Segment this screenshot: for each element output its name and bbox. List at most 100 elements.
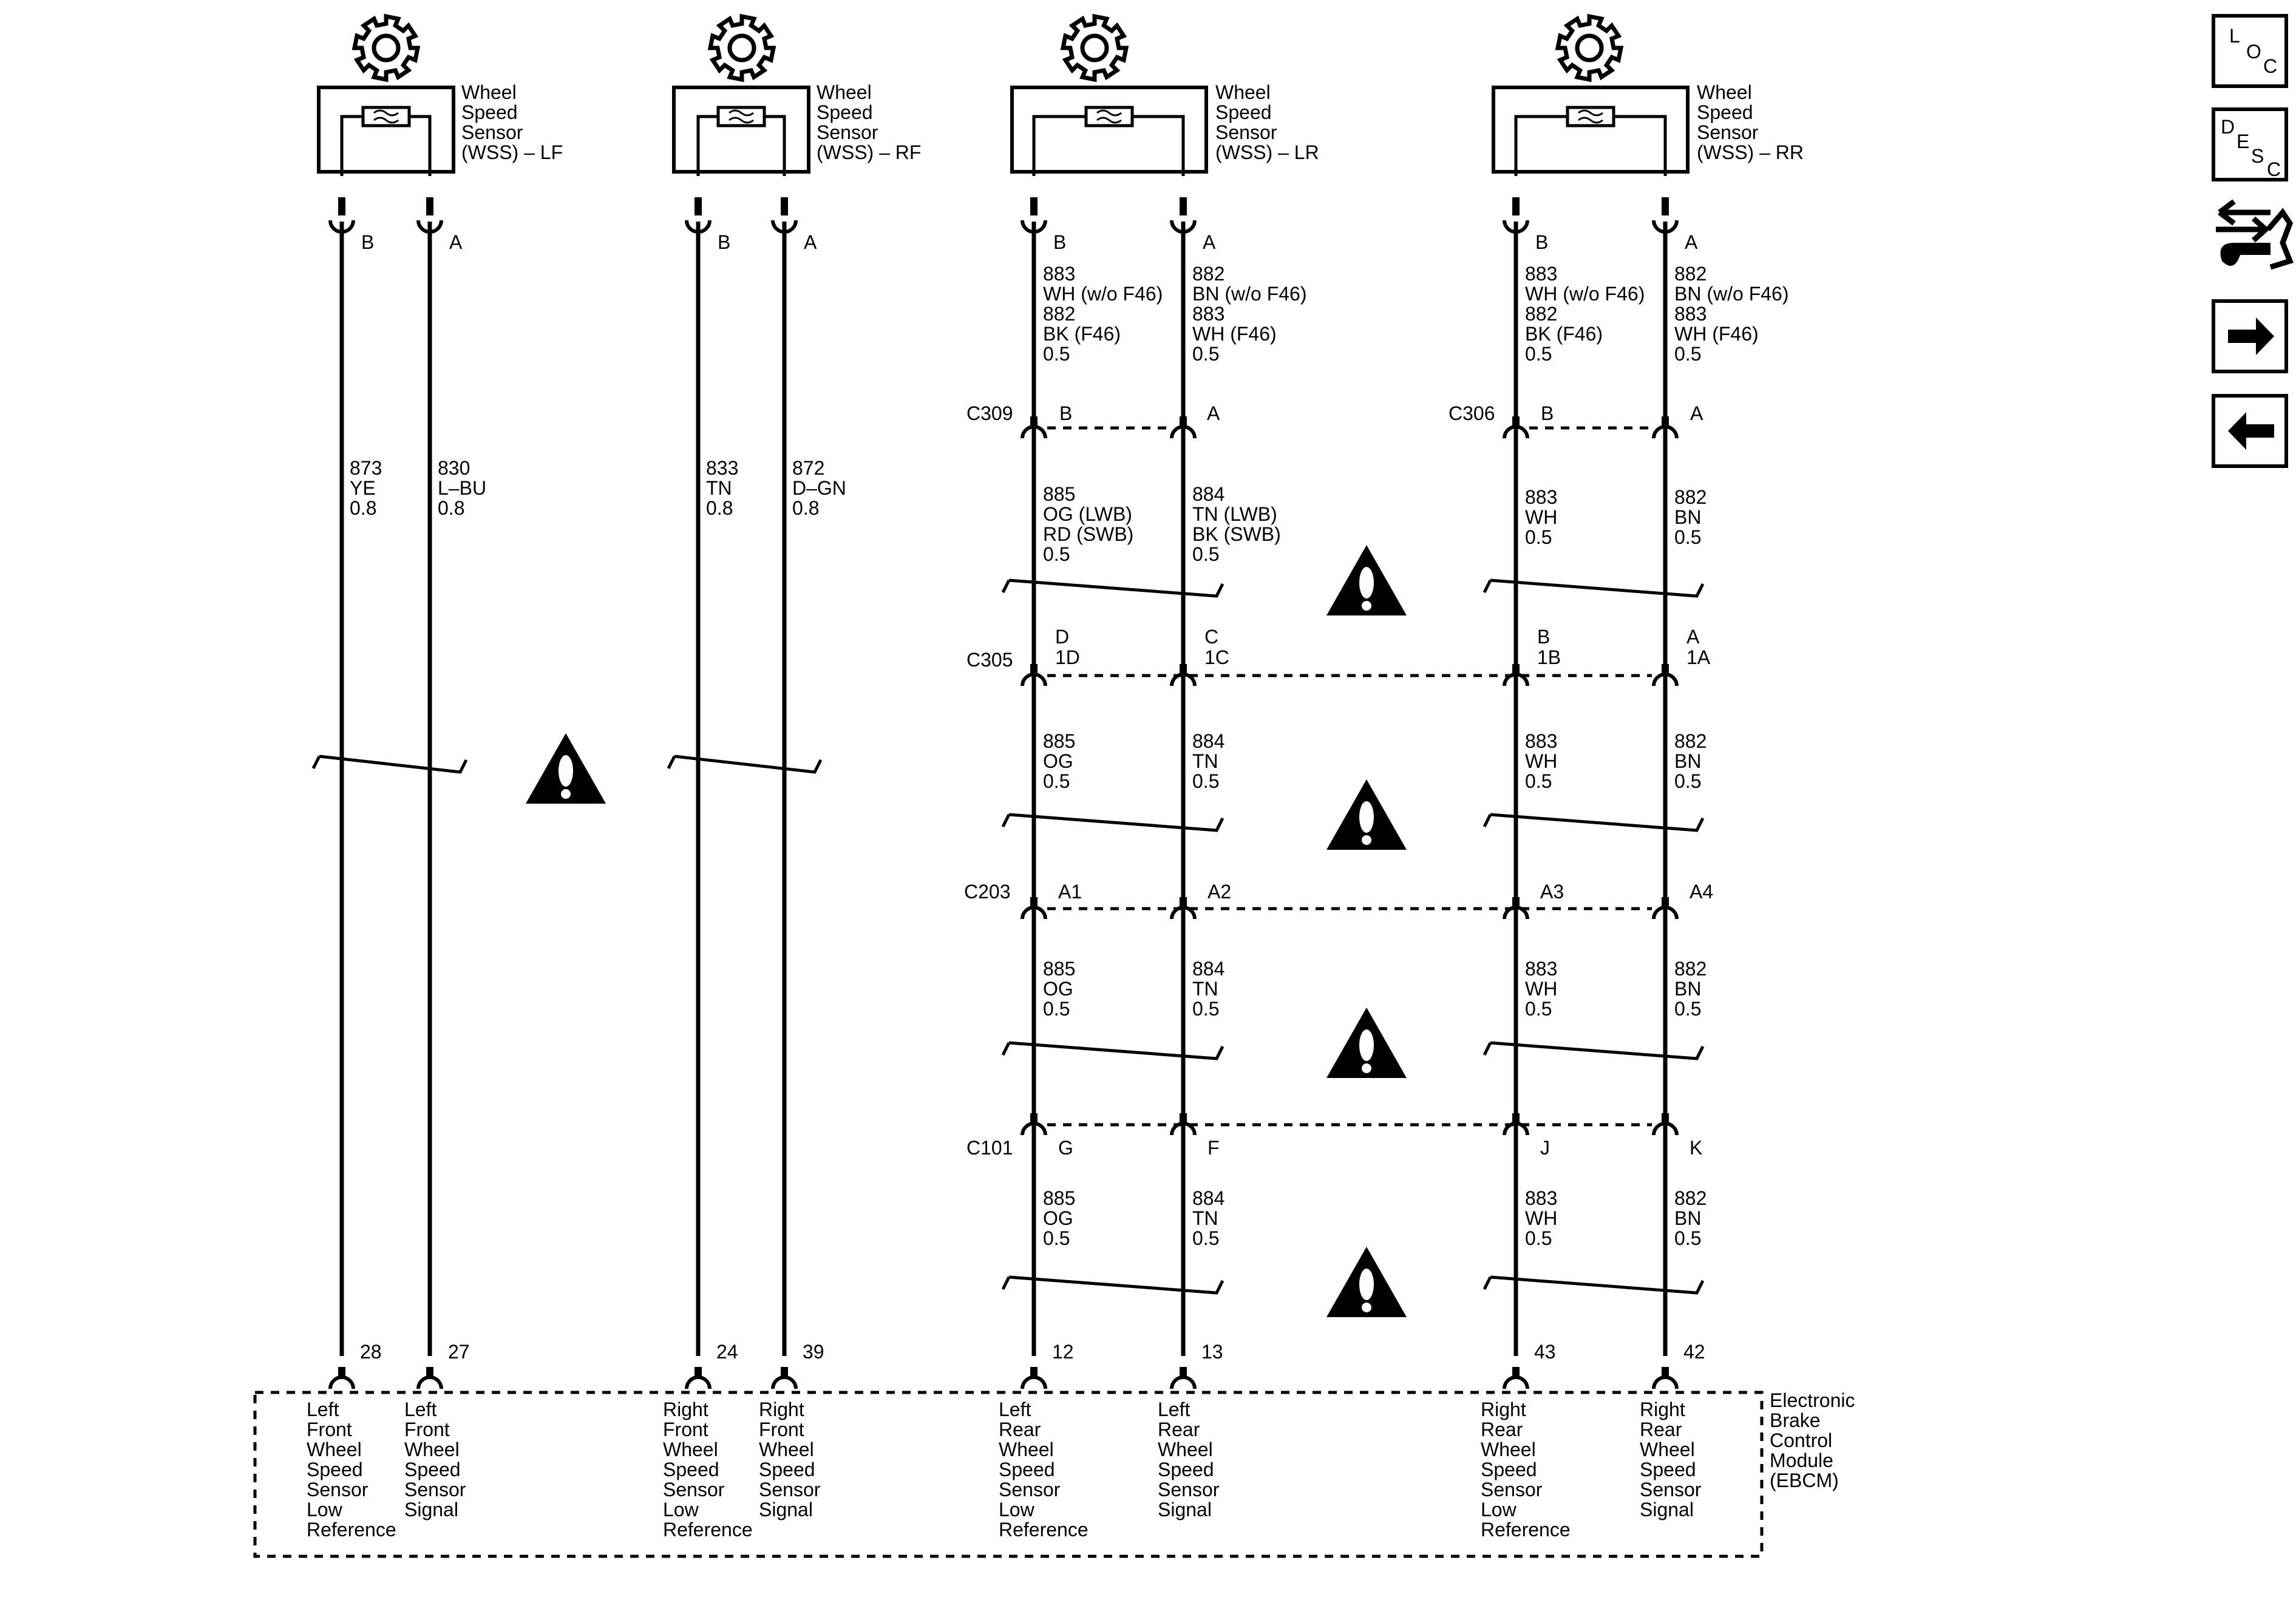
ebcm-pin-description-line: Wheel (1481, 1439, 1536, 1460)
connector-pin-label: A (1686, 626, 1700, 648)
connector-terminal (1503, 197, 1529, 234)
connector-end-view-icon[interactable] (2216, 199, 2294, 270)
wire-break-mark (1001, 1275, 1224, 1295)
wire-label-line: 885 (1043, 1187, 1075, 1209)
wire-label-line: WH (w/o F46) (1043, 283, 1163, 305)
ebcm-pin-description-line: Low (1481, 1499, 1517, 1520)
ebcm-pin-description-line: Reference (999, 1519, 1089, 1541)
wire-label-line: OG (1043, 750, 1073, 772)
ebcm-pin-description-line: Sensor (307, 1479, 369, 1500)
ebcm-module-box (253, 1391, 1764, 1558)
wire-label-line: BK (SWB) (1192, 523, 1281, 545)
connector-terminal (1170, 1113, 1197, 1136)
sensor-name-line: Sensor (461, 121, 523, 143)
sensor-pin-label: B (718, 231, 730, 253)
ebcm-pin-description-line: Sensor (404, 1479, 466, 1500)
sensor-name-line: Speed (461, 101, 518, 123)
connector-terminal (1170, 897, 1197, 920)
connector-terminal (1170, 197, 1197, 234)
ebcm-pin-description-line: Reference (663, 1519, 753, 1541)
sensor-pin-label: A (449, 231, 463, 253)
wire-label-line: TN (LWB) (1192, 503, 1277, 525)
wire-label-line: 883 (1043, 263, 1075, 285)
sensor-name-line: Speed (1697, 101, 1753, 123)
desc-letter: D (2221, 116, 2235, 138)
ebcm-pin-description-line: Sensor (999, 1479, 1061, 1500)
sensor-pin-label: B (1535, 231, 1548, 253)
ebcm-pin-description-line: Wheel (663, 1439, 718, 1460)
ebcm-pin-description-line: Speed (999, 1459, 1055, 1480)
wire-label-line: 882 (1192, 263, 1224, 285)
connector-pin-label: B (1059, 402, 1072, 424)
ebcm-pin-description-line: Sensor (759, 1479, 821, 1500)
ebcm-name-line: Electronic (1770, 1389, 1855, 1411)
loc-letter: L (2229, 25, 2240, 47)
wheel-speed-sensor (672, 86, 810, 176)
ebcm-pin-description-line: Speed (663, 1459, 719, 1480)
sensor-name-line: (WSS) – LF (461, 141, 563, 163)
wire-label-line: WH (1525, 506, 1557, 528)
next-page-button[interactable] (2212, 299, 2288, 373)
connector-terminal (1021, 416, 1047, 439)
gear-icon (1060, 13, 1129, 83)
wire-label-line: BK (F46) (1525, 323, 1603, 345)
connector-terminal (1021, 897, 1047, 920)
ebcm-pin-description-line: Front (404, 1419, 450, 1440)
ebcm-pin-description-line: Wheel (307, 1439, 362, 1460)
ebcm-name-line: Brake (1770, 1409, 1821, 1431)
ebcm-pin-description-line: Left (1158, 1398, 1190, 1420)
ebcm-pin-description-line: Signal (759, 1499, 813, 1520)
ebcm-pin-number: 12 (1052, 1341, 1074, 1363)
wire-label-line: BK (F46) (1043, 323, 1121, 345)
ebcm-pin-description-line: Wheel (1158, 1439, 1213, 1460)
wire-label-line: 884 (1192, 730, 1224, 752)
ebcm-pin-description-line: Right (1640, 1398, 1685, 1420)
loc-letter: O (2246, 41, 2261, 63)
connector-pin-label: A3 (1540, 881, 1564, 903)
wire-label-line: BN (w/o F46) (1192, 283, 1306, 305)
loc-button[interactable]: LOC (2212, 14, 2288, 88)
warning-triangle-icon (1326, 545, 1407, 615)
ebcm-pin-description-line: Front (759, 1419, 804, 1440)
ebcm-pin-number: 42 (1683, 1341, 1705, 1363)
sensor-name-line: (WSS) – RF (817, 141, 921, 163)
connector-terminal (1503, 1367, 1529, 1389)
wire-label-line: OG (1043, 978, 1073, 1000)
previous-page-button[interactable] (2212, 394, 2288, 468)
connector-pin-label: D (1055, 626, 1069, 648)
desc-letter: S (2251, 145, 2264, 167)
connector-terminal (416, 1367, 443, 1389)
ebcm-pin-number: 24 (716, 1341, 738, 1363)
ebcm-pin-description-line: Right (663, 1398, 708, 1420)
wire-label-line: 0.5 (1525, 770, 1552, 792)
wire-label-line: 0.5 (1674, 998, 1701, 1020)
wire-label-line: 883 (1525, 1187, 1557, 1209)
wire-label-line: BN (1674, 1207, 1701, 1229)
ebcm-pin-description-line: Left (999, 1398, 1031, 1420)
connector-terminal (1503, 897, 1529, 920)
wire-label-line: 882 (1525, 303, 1557, 325)
ebcm-pin-description-line: Signal (404, 1499, 458, 1520)
connector-terminal (771, 1367, 798, 1389)
connector-terminal (1021, 1113, 1047, 1136)
wire-break-mark (1001, 813, 1224, 832)
ebcm-pin-description-line: Reference (307, 1519, 396, 1541)
wire-label-line: WH (w/o F46) (1525, 283, 1645, 305)
